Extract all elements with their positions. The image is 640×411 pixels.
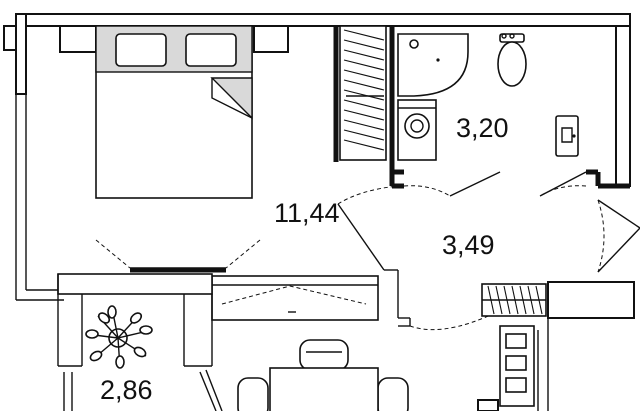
hallway-area-label: 3,49 <box>442 230 495 260</box>
bedroom-area-label: 11,44 <box>274 198 340 228</box>
outer-walls <box>3 13 631 301</box>
bed-icon <box>95 25 253 199</box>
chair-icon <box>237 339 409 411</box>
washing-machine-icon <box>397 99 437 161</box>
balcony <box>57 273 223 411</box>
interior-walls <box>211 25 635 411</box>
toilet-icon <box>497 33 527 87</box>
hallway-wardrobe <box>481 283 547 407</box>
shower-icon <box>397 33 469 97</box>
plant-icon <box>85 305 153 369</box>
wardrobe-icon <box>343 29 385 151</box>
sink-icon <box>555 115 579 157</box>
bathroom-area-label: 3,20 <box>456 113 509 143</box>
balcony-area-label: 2,86 <box>100 375 153 405</box>
